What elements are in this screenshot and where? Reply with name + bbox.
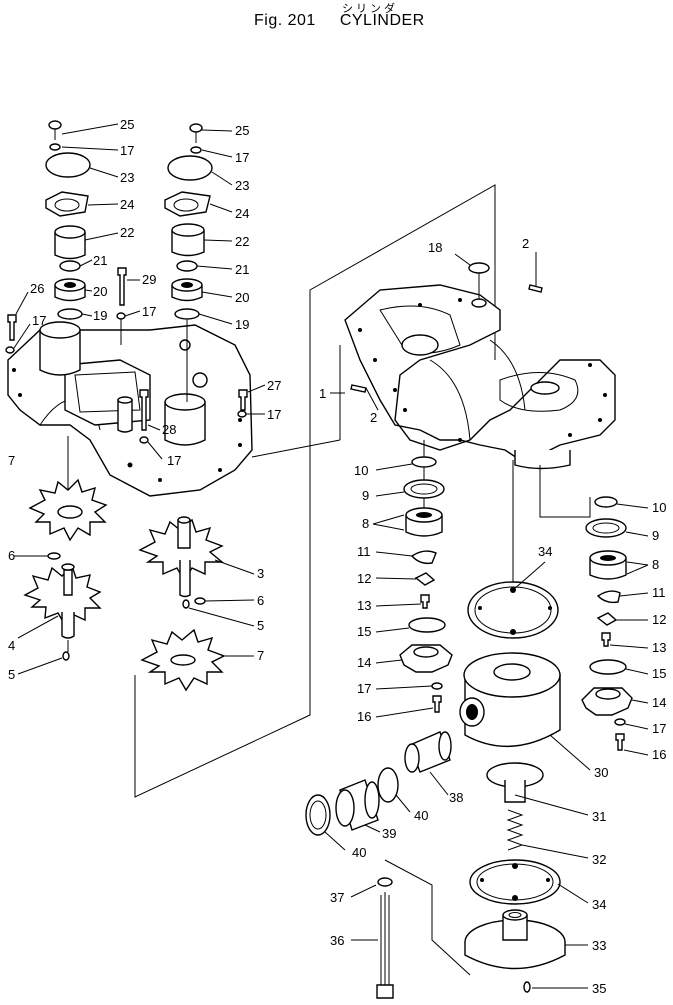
lower-assembly [305, 561, 591, 999]
figure-title: Fig. 201 CYLINDER [254, 12, 425, 30]
callout-14: 14 [652, 695, 666, 710]
callout-10: 10 [652, 500, 666, 515]
callout-13: 13 [652, 640, 666, 655]
callout-6: 6 [8, 548, 15, 563]
callout-22: 22 [120, 225, 134, 240]
callout-17: 17 [652, 721, 666, 736]
callout-15: 15 [652, 666, 666, 681]
callout-8: 8 [362, 516, 369, 531]
callout-2: 2 [370, 410, 377, 425]
callout-4: 4 [8, 638, 15, 653]
callout-16: 16 [652, 747, 666, 762]
callout-7: 7 [257, 648, 264, 663]
figure-number: Fig. 201 [254, 12, 316, 29]
callout-30: 30 [594, 765, 608, 780]
callout-9: 9 [362, 488, 369, 503]
callout-31: 31 [592, 809, 606, 824]
left-bolts [5, 267, 266, 460]
callout-40: 40 [352, 845, 366, 860]
callout-11: 11 [652, 585, 666, 600]
callout-35: 35 [592, 981, 606, 996]
callout-19: 19 [235, 317, 249, 332]
callout-17: 17 [357, 681, 371, 696]
callout-17: 17 [32, 313, 46, 328]
callout-13: 13 [357, 598, 371, 613]
callout-6: 6 [257, 593, 264, 608]
callout-34: 34 [538, 544, 552, 559]
callout-25: 25 [235, 123, 249, 138]
right-casing [330, 252, 616, 470]
callout-1: 1 [319, 386, 326, 401]
callout-28: 28 [162, 422, 176, 437]
callout-23: 23 [235, 178, 249, 193]
callout-23: 23 [120, 170, 134, 185]
callout-12: 12 [357, 571, 371, 586]
callout-19: 19 [93, 308, 107, 323]
figure-header: シリンダ Fig. 201 CYLINDER [0, 0, 673, 40]
callout-7: 7 [8, 453, 15, 468]
callout-11: 11 [357, 544, 371, 559]
callout-18: 18 [428, 240, 442, 255]
japanese-title: シリンダ [342, 2, 398, 15]
callout-9: 9 [652, 528, 659, 543]
callout-17: 17 [267, 407, 281, 422]
callout-15: 15 [357, 624, 371, 639]
callout-24: 24 [120, 197, 134, 212]
callout-20: 20 [235, 290, 249, 305]
callout-17: 17 [235, 150, 249, 165]
callout-38: 38 [449, 790, 463, 805]
callout-29: 29 [142, 272, 156, 287]
right-frame-lines [512, 460, 591, 590]
callout-5: 5 [257, 618, 264, 633]
left-rotors [14, 436, 255, 692]
callout-27: 27 [267, 378, 281, 393]
callout-25: 25 [120, 117, 134, 132]
right-stack-b [581, 496, 649, 756]
callout-21: 21 [93, 253, 107, 268]
callout-26: 26 [30, 281, 44, 296]
callout-36: 36 [330, 933, 344, 948]
callout-37: 37 [330, 890, 344, 905]
callout-39: 39 [382, 826, 396, 841]
callout-40: 40 [414, 808, 428, 823]
callout-14: 14 [357, 655, 371, 670]
callout-33: 33 [592, 938, 606, 953]
callout-2: 2 [522, 236, 529, 251]
callout-5: 5 [8, 667, 15, 682]
left-stack-b [164, 123, 233, 402]
callout-3: 3 [257, 566, 264, 581]
callout-24: 24 [235, 206, 249, 221]
left-stack-a [45, 120, 119, 320]
callout-17: 17 [167, 453, 181, 468]
left-housing [7, 321, 253, 497]
callout-21: 21 [235, 262, 249, 277]
callout-labels: 25 17 23 24 22 21 20 19 26 17 29 17 25 1… [8, 117, 666, 996]
callout-32: 32 [592, 852, 606, 867]
callout-8: 8 [652, 557, 659, 572]
callout-12: 12 [652, 612, 666, 627]
callout-10: 10 [354, 463, 368, 478]
figure-name: CYLINDER [339, 12, 425, 29]
callout-22: 22 [235, 234, 249, 249]
callout-34: 34 [592, 897, 606, 912]
callout-17: 17 [142, 304, 156, 319]
callout-16: 16 [357, 709, 371, 724]
right-stack-a [372, 440, 453, 718]
callout-17: 17 [120, 143, 134, 158]
callout-20: 20 [93, 284, 107, 299]
